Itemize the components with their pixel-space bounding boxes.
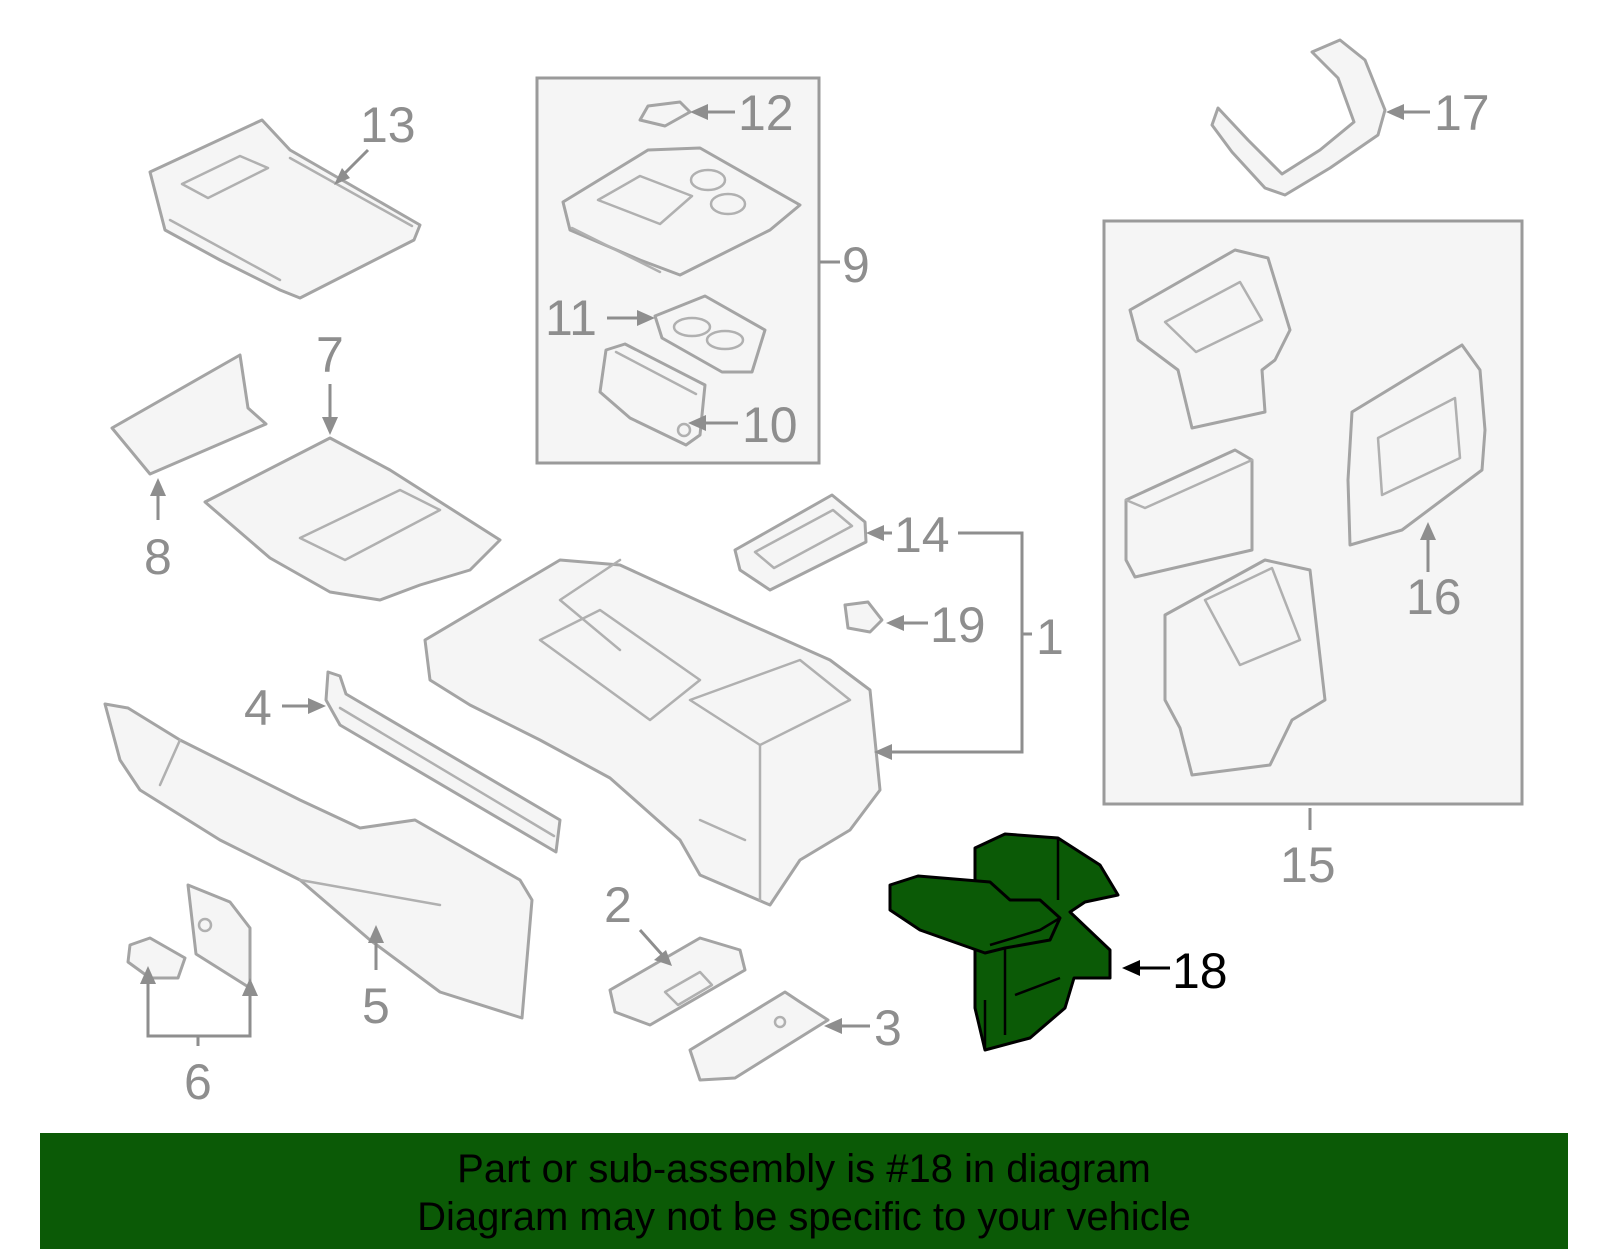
- callout-10[interactable]: 10: [742, 397, 798, 453]
- callout-7[interactable]: 7: [316, 327, 344, 383]
- banner-line-1: Part or sub-assembly is #18 in diagram: [457, 1147, 1151, 1191]
- callout-12[interactable]: 12: [738, 85, 794, 141]
- callout-labels: 13 12 9 11 10 17 7 8 14 19 1 16 15 4 5 6…: [144, 85, 1490, 1110]
- callout-15[interactable]: 15: [1280, 837, 1336, 893]
- part-9-top-panel[interactable]: [561, 146, 802, 277]
- part-6-pieces[interactable]: [126, 883, 252, 990]
- part-18-armrest-assembly[interactable]: [888, 832, 1120, 1052]
- part-7-floor-tray[interactable]: [203, 436, 502, 602]
- part-15-subassembly[interactable]: [1124, 248, 1327, 777]
- leader-lines: [140, 104, 1436, 1046]
- callout-16[interactable]: 16: [1406, 569, 1462, 625]
- part-17-u-trim[interactable]: [1210, 38, 1387, 197]
- part-14-tray[interactable]: [733, 493, 868, 592]
- callout-4[interactable]: 4: [244, 680, 272, 736]
- callout-5[interactable]: 5: [362, 978, 390, 1034]
- part-4-side-rail[interactable]: [324, 670, 562, 854]
- callout-2[interactable]: 2: [604, 877, 632, 933]
- part-10-bin[interactable]: [598, 342, 707, 447]
- banner-line-2: Diagram may not be specific to your vehi…: [417, 1195, 1191, 1239]
- info-banner: Part or sub-assembly is #18 in diagram D…: [40, 1133, 1568, 1249]
- part-19-clip[interactable]: [843, 600, 884, 634]
- callout-19[interactable]: 19: [930, 597, 986, 653]
- part-11-cup-holder[interactable]: [653, 294, 767, 374]
- callout-6[interactable]: 6: [184, 1054, 212, 1110]
- callout-18[interactable]: 18: [1172, 943, 1228, 999]
- part-1-console-body[interactable]: [423, 558, 882, 907]
- part-8-liner[interactable]: [110, 353, 268, 476]
- part-3-bracket[interactable]: [688, 990, 830, 1082]
- callout-3[interactable]: 3: [874, 1000, 902, 1056]
- part-12-clip[interactable]: [638, 100, 692, 128]
- part-16-side-panel[interactable]: [1346, 343, 1487, 547]
- callout-11[interactable]: 11: [545, 290, 597, 346]
- callout-8[interactable]: 8: [144, 529, 172, 585]
- part-5-side-panel[interactable]: [103, 702, 534, 1020]
- callout-9[interactable]: 9: [842, 237, 870, 293]
- part-13-bezel[interactable]: [148, 118, 422, 300]
- callout-1[interactable]: 1: [1036, 609, 1064, 665]
- callout-17[interactable]: 17: [1434, 85, 1490, 141]
- callout-13[interactable]: 13: [360, 97, 416, 153]
- callout-14[interactable]: 14: [894, 507, 950, 563]
- part-2-bracket[interactable]: [608, 936, 747, 1027]
